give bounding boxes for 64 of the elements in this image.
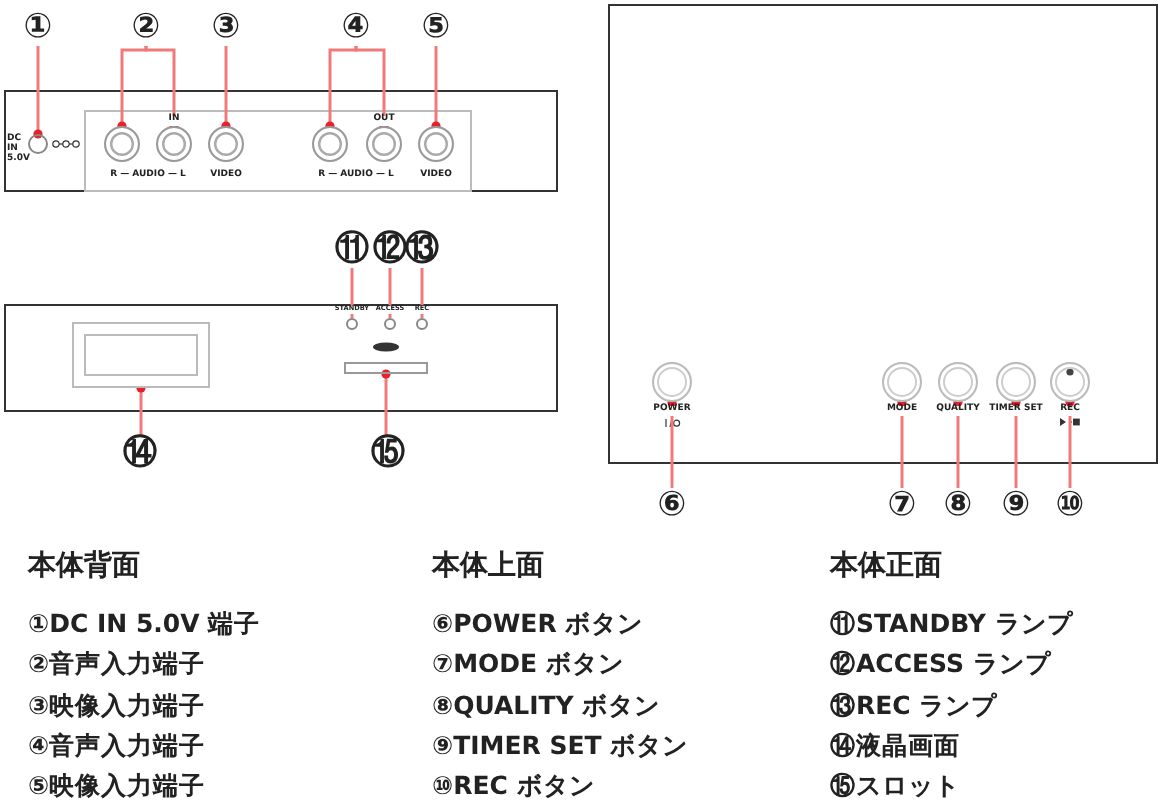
round-button — [996, 362, 1036, 402]
leader-line — [117, 46, 148, 131]
callout-number: ⑬ — [405, 233, 439, 267]
callout-number: ⑫ — [373, 233, 407, 267]
leader-line — [667, 397, 677, 488]
display-screen — [72, 322, 210, 388]
leader-line — [388, 268, 392, 318]
leader-line — [1065, 397, 1075, 488]
part-list-item: ②音声入力端子 — [28, 648, 206, 682]
leader-line — [1011, 397, 1021, 488]
leader-line — [381, 369, 391, 436]
callout-number: ⑩ — [1055, 489, 1085, 523]
round-button — [938, 362, 978, 402]
section-heading: 本体正面 — [830, 548, 942, 584]
audio-jack — [418, 126, 454, 162]
audio-jack — [312, 126, 348, 162]
leader-line — [350, 268, 354, 318]
callout-number: ⑥ — [657, 489, 687, 523]
part-list-item: ⑫ACCESS ランプ — [830, 648, 1051, 682]
part-list-item: ⑭液晶画面 — [830, 730, 960, 764]
part-list-item: ⑮スロット — [830, 770, 960, 804]
callout-number: ⑨ — [1001, 489, 1031, 523]
round-button — [652, 362, 692, 402]
leader-line — [136, 383, 146, 436]
part-list-item: ④音声入力端子 — [28, 730, 206, 764]
callout-number: ④ — [341, 11, 371, 45]
callout-number: ⑭ — [123, 437, 157, 471]
leader-line — [431, 46, 441, 131]
part-list-item: ⑦MODE ボタン — [432, 648, 624, 682]
audio-jack — [104, 126, 140, 162]
audio-jack — [208, 126, 244, 162]
card-slot — [344, 362, 428, 374]
leader-line — [221, 46, 231, 131]
part-list-item: ⑨TIMER SET ボタン — [432, 730, 689, 764]
callout-number: ⑪ — [335, 233, 369, 267]
callout-number: ⑧ — [943, 489, 973, 523]
callout-number: ⑮ — [371, 437, 405, 471]
callout-number: ③ — [211, 11, 241, 45]
part-list-item: ⑥POWER ボタン — [432, 608, 644, 642]
section-heading: 本体上面 — [432, 548, 544, 584]
audio-jack — [156, 126, 192, 162]
part-list-item: ⑪STANDBY ランプ — [830, 608, 1073, 642]
audio-jack — [366, 126, 402, 162]
part-list-item: ①DC IN 5.0V 端子 — [28, 608, 261, 642]
callout-number: ② — [131, 11, 161, 45]
indicator-lamp — [384, 318, 396, 330]
part-list-item: ⑤映像入力端子 — [28, 770, 206, 804]
leader-line — [420, 268, 424, 318]
part-list-item: ⑧QUALITY ボタン — [432, 690, 661, 724]
callout-number: ⑦ — [887, 489, 917, 523]
callout-number: ⑤ — [421, 11, 451, 45]
part-list-item: ⑬REC ランプ — [830, 690, 998, 724]
section-heading: 本体背面 — [28, 548, 140, 584]
leader-line — [953, 397, 963, 488]
round-button — [882, 362, 922, 402]
indicator-lamp — [346, 318, 358, 330]
leader-line — [33, 46, 43, 139]
part-list-item: ⑩REC ボタン — [432, 770, 595, 804]
leader-line — [325, 46, 358, 131]
indicator-lamp — [416, 318, 428, 330]
leader-line — [897, 397, 907, 488]
round-button — [1050, 362, 1090, 402]
callout-number: ① — [23, 11, 53, 45]
part-list-item: ③映像入力端子 — [28, 690, 206, 724]
